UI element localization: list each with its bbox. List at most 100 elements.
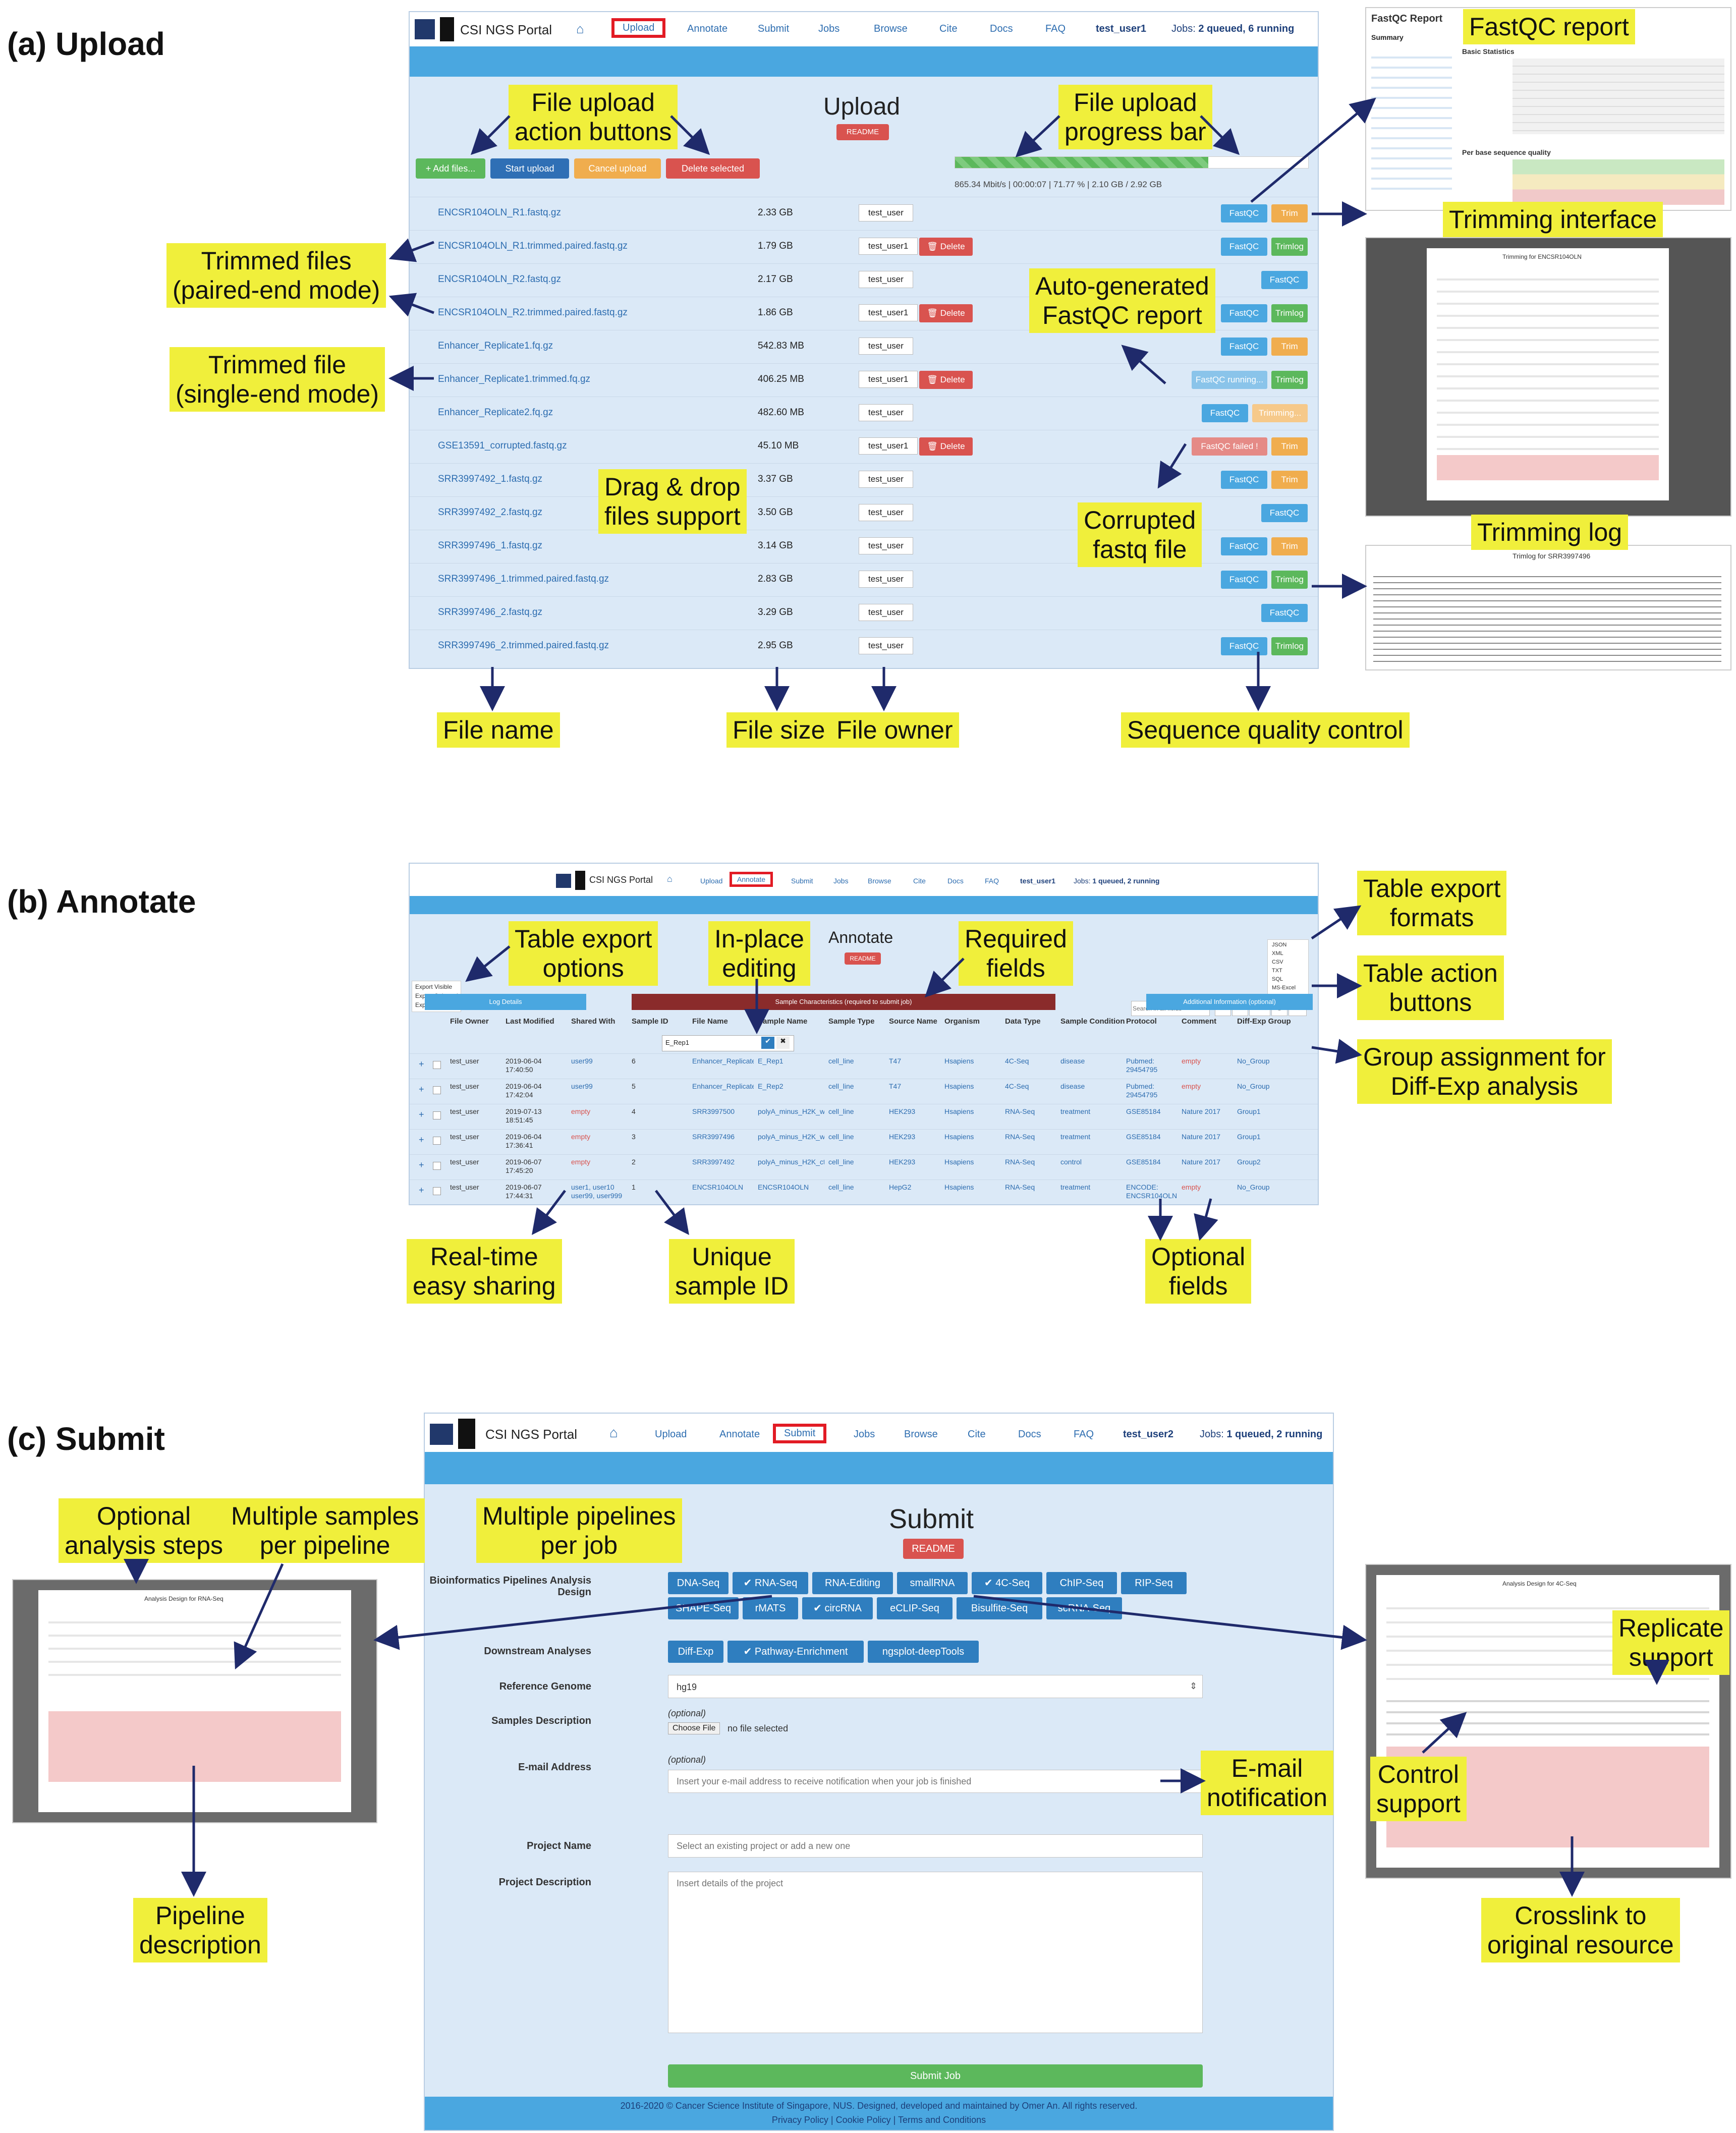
home-icon[interactable]: ⌂	[667, 874, 673, 884]
nav-upload[interactable]: Upload	[655, 1429, 687, 1440]
table-cell[interactable]: 4C-Seq	[1005, 1057, 1029, 1065]
start-upload-button[interactable]: Start upload	[490, 158, 569, 179]
table-cell[interactable]: GSE85184	[1126, 1158, 1161, 1166]
fastqc-button[interactable]: FastQC	[1261, 504, 1308, 522]
fastqc-button[interactable]: FastQC	[1202, 404, 1248, 422]
file-name[interactable]: Enhancer_Replicate2.fq.gz	[438, 407, 553, 418]
fastqc-button[interactable]: FastQC	[1221, 238, 1267, 256]
nav-browse[interactable]: Browse	[874, 23, 908, 34]
fastqc-button[interactable]: FastQC	[1221, 537, 1267, 555]
column-header[interactable]: Organism	[944, 1017, 980, 1026]
row-checkbox[interactable]	[433, 1111, 441, 1119]
home-icon[interactable]: ⌂	[609, 1425, 618, 1440]
close-icon[interactable]: ✖	[776, 1037, 790, 1049]
table-cell[interactable]: Pubmed: 29454795	[1126, 1082, 1158, 1099]
fastqc-button[interactable]: FastQC	[1221, 338, 1267, 356]
nav-annotate[interactable]: Annotate	[730, 872, 773, 887]
expand-icon[interactable]: +	[419, 1109, 424, 1119]
table-cell[interactable]: empty	[571, 1133, 591, 1141]
column-header[interactable]: Data Type	[1005, 1017, 1041, 1026]
table-cell[interactable]: Pubmed: 29454795	[1126, 1057, 1158, 1074]
file-name[interactable]: GSE13591_corrupted.fastq.gz	[438, 440, 567, 451]
expand-icon[interactable]: +	[419, 1135, 424, 1145]
table-cell[interactable]: Enhancer_Replicate2	[692, 1057, 754, 1065]
table-cell[interactable]: user99	[571, 1082, 593, 1090]
table-cell[interactable]: HEK293	[889, 1107, 916, 1115]
export-format-item[interactable]: TXT	[1272, 968, 1282, 974]
nav-user[interactable]: test_user2	[1123, 1429, 1174, 1440]
table-cell[interactable]: 2019-06-07 17:44:31	[506, 1183, 542, 1200]
table-cell[interactable]: ENCSR104OLN	[758, 1183, 809, 1191]
brand[interactable]: CSI NGS Portal	[589, 875, 653, 885]
pipeline-button[interactable]: ngsplot-deepTools	[868, 1641, 979, 1663]
genome-select[interactable]: hg19	[668, 1675, 1203, 1698]
table-cell[interactable]: Hsapiens	[944, 1107, 974, 1115]
column-header[interactable]: Comment	[1182, 1017, 1217, 1026]
table-cell[interactable]: Group2	[1237, 1158, 1261, 1166]
row-checkbox[interactable]	[433, 1061, 441, 1069]
table-cell[interactable]: Nature 2017	[1182, 1107, 1221, 1115]
table-cell[interactable]: empty	[1182, 1057, 1201, 1065]
nav-faq[interactable]: FAQ	[1045, 23, 1066, 34]
nav-submit[interactable]: Submit	[773, 1424, 827, 1443]
jobs-status[interactable]: Jobs: 2 queued, 6 running	[1171, 23, 1294, 35]
table-cell[interactable]: 4C-Seq	[1005, 1082, 1029, 1090]
pipeline-button[interactable]: ✔ circRNA	[802, 1597, 873, 1619]
table-cell[interactable]: treatment	[1060, 1133, 1091, 1141]
nav-faq[interactable]: FAQ	[985, 877, 999, 885]
fastqc-button[interactable]: FastQC	[1221, 304, 1267, 322]
table-cell[interactable]: Hsapiens	[944, 1082, 974, 1090]
trimming-log-thumbnail[interactable]: Trimlog for SRR3997496	[1365, 545, 1731, 670]
table-cell[interactable]: Group1	[1237, 1133, 1261, 1141]
table-cell[interactable]: test_user	[450, 1158, 479, 1166]
delete-button[interactable]: 🗑 Delete	[919, 371, 973, 389]
column-header[interactable]: Sample ID	[632, 1017, 668, 1026]
table-cell[interactable]: cell_line	[828, 1057, 854, 1065]
jobs-status[interactable]: Jobs: 1 queued, 2 running	[1074, 877, 1159, 885]
readme-button[interactable]: README	[836, 124, 889, 140]
file-name[interactable]: ENCSR104OLN_R2.trimmed.paired.fastq.gz	[438, 307, 628, 318]
pipeline-button[interactable]: ChIP-Seq	[1046, 1572, 1117, 1594]
table-cell[interactable]: Group1	[1237, 1107, 1261, 1115]
table-cell[interactable]: T47	[889, 1082, 902, 1090]
export-format-item[interactable]: XML	[1272, 950, 1283, 957]
table-cell[interactable]: test_user	[450, 1133, 479, 1141]
nav-faq[interactable]: FAQ	[1074, 1429, 1094, 1440]
nav-docs[interactable]: Docs	[1018, 1429, 1041, 1440]
table-cell[interactable]: 2	[632, 1158, 636, 1166]
delete-selected-button[interactable]: Delete selected	[666, 158, 760, 179]
table-cell[interactable]: Hsapiens	[944, 1057, 974, 1065]
table-cell[interactable]: test_user	[450, 1057, 479, 1065]
table-cell[interactable]: RNA-Seq	[1005, 1158, 1035, 1166]
table-cell[interactable]: RNA-Seq	[1005, 1107, 1035, 1115]
nav-jobs[interactable]: Jobs	[854, 1429, 875, 1440]
table-cell[interactable]: SRR3997492	[692, 1158, 735, 1166]
nav-docs[interactable]: Docs	[947, 877, 964, 885]
table-cell[interactable]: Nature 2017	[1182, 1158, 1221, 1166]
row-checkbox[interactable]	[433, 1137, 441, 1145]
project-name-input[interactable]	[668, 1834, 1203, 1858]
trim-button[interactable]: Trimlog	[1271, 637, 1308, 655]
file-name[interactable]: SRR3997492_2.fastq.gz	[438, 507, 543, 518]
expand-icon[interactable]: +	[419, 1084, 424, 1094]
nav-docs[interactable]: Docs	[990, 23, 1013, 34]
trim-button[interactable]: Trim	[1271, 471, 1308, 489]
nav-annotate[interactable]: Annotate	[719, 1429, 760, 1440]
inplace-edit-popup[interactable]: E_Rep1 ✔ ✖	[662, 1035, 794, 1051]
table-cell[interactable]: control	[1060, 1158, 1082, 1166]
nav-user[interactable]: test_user1	[1096, 23, 1147, 34]
export-format-item[interactable]: MS-Excel	[1272, 985, 1296, 991]
table-cell[interactable]: cell_line	[828, 1082, 854, 1090]
column-header[interactable]: Diff-Exp Group	[1237, 1017, 1291, 1026]
table-cell[interactable]: 3	[632, 1133, 636, 1141]
brand[interactable]: CSI NGS Portal	[485, 1427, 578, 1442]
home-icon[interactable]: ⌂	[576, 21, 584, 36]
table-cell[interactable]: empty	[1182, 1082, 1201, 1090]
file-name[interactable]: SRR3997496_2.fastq.gz	[438, 607, 543, 618]
table-cell[interactable]: ENCSR104OLN	[692, 1183, 744, 1191]
table-cell[interactable]: 6	[632, 1057, 636, 1065]
table-cell[interactable]: 1	[632, 1183, 636, 1191]
pipeline-button[interactable]: RNA-Editing	[812, 1572, 893, 1594]
table-cell[interactable]: 5	[632, 1082, 636, 1090]
fastqc-button[interactable]: FastQC	[1261, 271, 1308, 289]
